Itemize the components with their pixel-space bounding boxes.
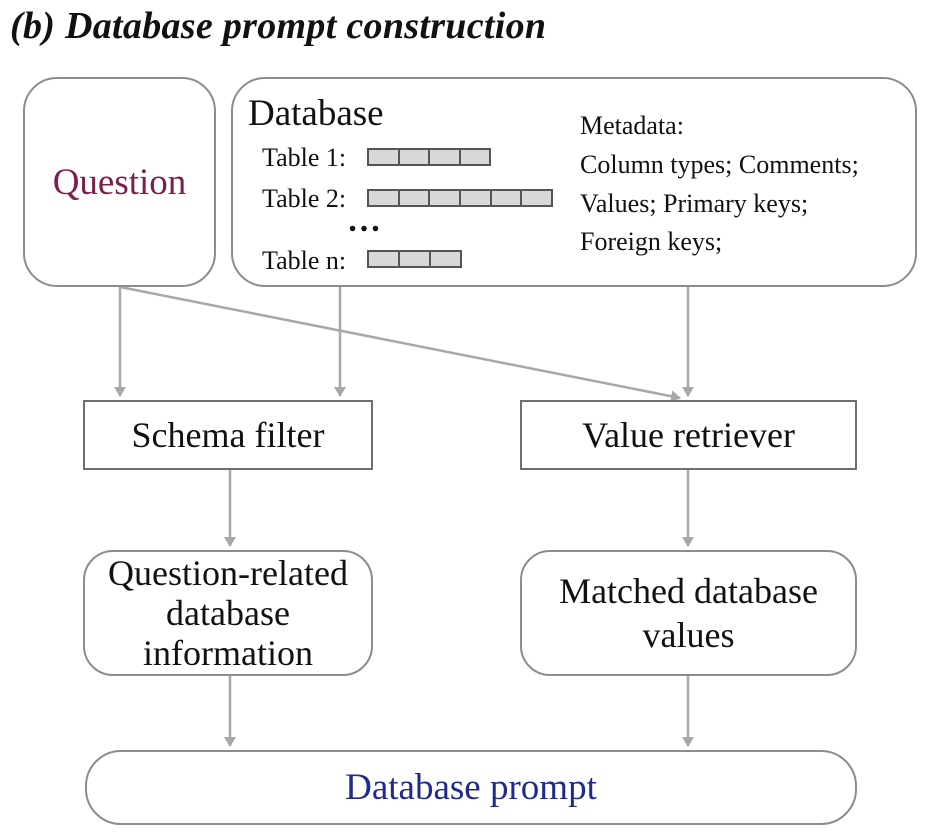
question-related-line-3: information	[143, 633, 313, 673]
database-label: Database	[248, 93, 384, 134]
question-related-line-1: Question-related	[108, 553, 348, 593]
value-retriever-label: Value retriever	[582, 415, 795, 455]
table-n-cells	[367, 250, 462, 268]
table-2-label: Table 2:	[262, 184, 347, 213]
metadata-line-1: Column types; Comments;	[580, 150, 859, 179]
question-box: Question	[23, 77, 216, 287]
question-related-line-2: database	[166, 593, 290, 633]
table-2-cells	[367, 189, 553, 207]
matched-values-line-1: Matched database	[559, 571, 818, 611]
value-retriever-box: Value retriever	[520, 400, 857, 470]
schema-filter-box: Schema filter	[83, 400, 373, 470]
figure-title: (b) Database prompt construction	[10, 5, 547, 47]
arrow-question-to-value-retriever	[119, 285, 681, 403]
database-box	[231, 77, 917, 287]
metadata-line-3: Foreign keys;	[580, 227, 723, 256]
metadata-heading: Metadata:	[580, 111, 684, 140]
database-prompt-box: Database prompt	[85, 750, 857, 825]
matched-values-box: Matched database values	[520, 550, 857, 676]
matched-values-line-2: values	[642, 615, 735, 655]
schema-filter-label: Schema filter	[131, 415, 325, 455]
metadata-line-2: Values; Primary keys;	[580, 189, 809, 218]
table-ellipsis: …	[347, 202, 382, 239]
table-1-cells	[367, 148, 491, 166]
database-prompt-label: Database prompt	[345, 767, 597, 808]
table-1-label: Table 1:	[262, 143, 347, 172]
table-n-label: Table n:	[262, 246, 347, 275]
question-related-info-box: Question-related database information	[83, 550, 373, 676]
question-label: Question	[52, 161, 187, 203]
